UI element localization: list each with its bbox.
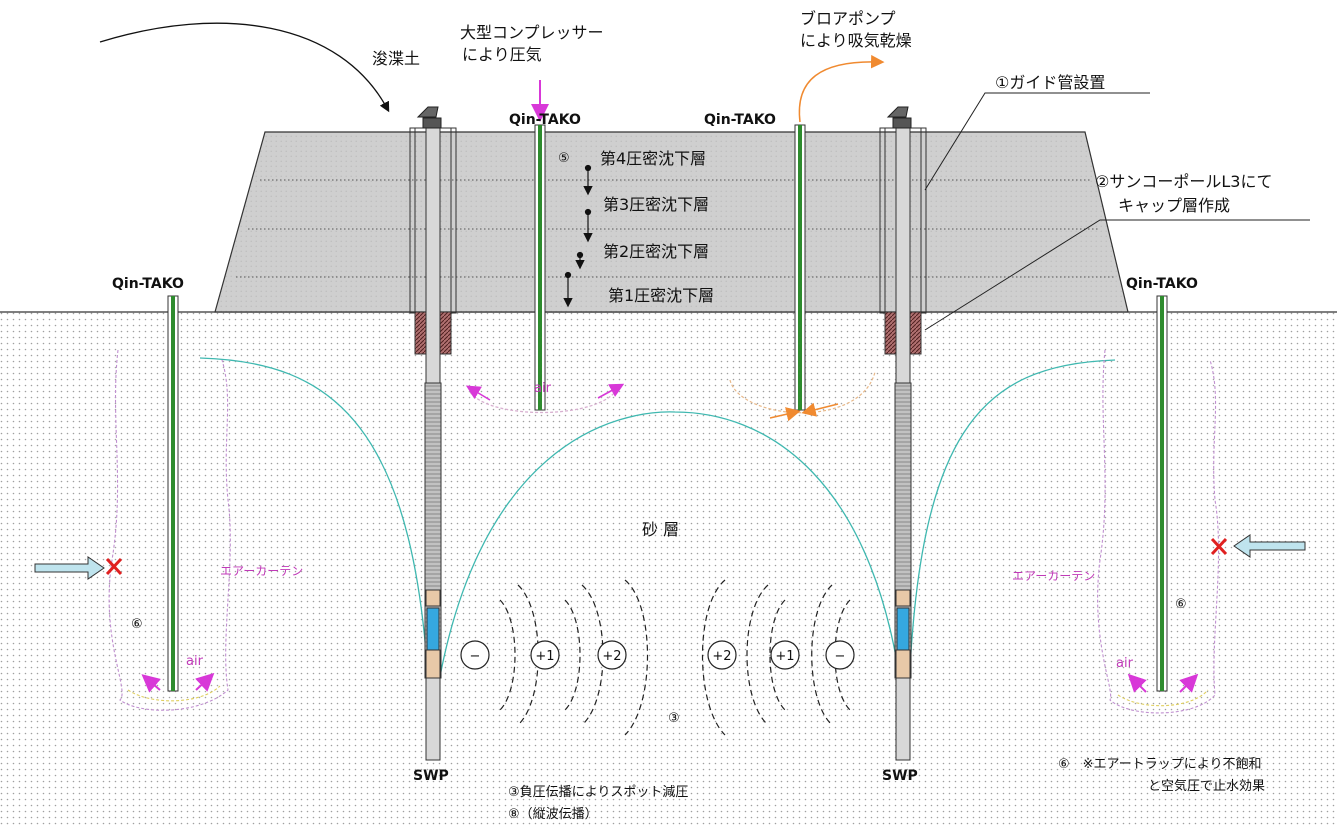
pressure-mark-5: +1 (775, 649, 794, 664)
layer-4-label: 第4圧密沈下層 (600, 149, 706, 168)
air-arrow-curtain-left-b (195, 672, 215, 692)
blower-arrow (798, 54, 885, 123)
bottom-note-2: ⑧（縦波伝播） (508, 807, 598, 822)
pressure-mark-6: − (835, 649, 846, 664)
settlement-arrows (563, 164, 593, 308)
qin-tako-label-center-left: Qin-TAKO (509, 112, 581, 128)
layer-3-label: 第3圧密沈下層 (603, 195, 709, 214)
air-curtain-label-left: エアーカーテン (220, 564, 303, 578)
air-label-center: air (534, 381, 552, 396)
compressor-label-2: により圧気 (462, 45, 542, 64)
qin-tako-label-right: Qin-TAKO (1126, 276, 1198, 292)
circle-5-label: ⑤ (558, 151, 570, 166)
circle-6-label-left: ⑥ (131, 617, 143, 632)
air-label-left: air (186, 654, 204, 669)
air-arrow-left-a (465, 385, 491, 401)
compressor-label-1: 大型コンプレッサー (460, 23, 604, 42)
cap-layer-label-2: キャップ層作成 (1118, 196, 1230, 215)
bottom-note-1: ③負圧伝播によりスポット減圧 (508, 784, 688, 800)
swp-label-left: SWP (413, 768, 449, 784)
blower-label-1: ブロアポンプ (800, 9, 896, 28)
circle-3-label: ③ (668, 711, 680, 726)
right-note-2: と空気圧で止水効果 (1148, 778, 1265, 794)
layer-2-label: 第2圧密沈下層 (603, 242, 709, 261)
right-note-1: ⑥ ※エアートラップにより不飽和 (1058, 757, 1262, 772)
cap-layer-label-1: ②サンコーポールL3にて (1095, 172, 1272, 191)
blocked-x-right (1210, 537, 1228, 556)
air-label-right: air (1116, 656, 1134, 671)
swp-label-right: SWP (882, 768, 918, 784)
pressure-wave-arcs (499, 579, 851, 736)
air-arrow-left-b (597, 383, 625, 399)
swp-right (879, 106, 927, 761)
qin-tako-label-center-right: Qin-TAKO (704, 112, 776, 128)
water-arrow-right (1233, 534, 1306, 558)
pressure-mark-3: +2 (602, 649, 621, 664)
dredged-soil-label: 浚渫土 (372, 49, 420, 68)
suction-arrow-a (769, 407, 801, 422)
pressure-mark-2: +1 (535, 649, 554, 664)
air-arc-center-left (469, 387, 619, 414)
guide-pipe-label: ①ガイド管設置 (995, 73, 1105, 92)
pressure-circles (460, 640, 855, 670)
water-arrow-left (34, 556, 105, 580)
pressure-mark-1: − (470, 649, 481, 664)
circle-6-label-right: ⑥ (1175, 597, 1187, 612)
blower-label-2: により吸気乾燥 (800, 31, 912, 50)
dredge-flow-arrow (99, 22, 390, 113)
qin-tako-label-left: Qin-TAKO (112, 276, 184, 292)
pressure-mark-4: +2 (712, 649, 731, 664)
layer-1-label: 第1圧密沈下層 (608, 286, 714, 305)
air-arrow-curtain-right-b (1179, 673, 1199, 693)
air-arrow-curtain-right-a (1127, 673, 1147, 693)
negative-pressure-curves (199, 357, 1116, 721)
sand-ground (0, 312, 1337, 828)
annotation-leaders (924, 92, 1310, 331)
air-curtain-label-right: エアーカーテン (1012, 569, 1095, 583)
air-curtain-right (1097, 349, 1220, 714)
swp-left (409, 106, 457, 761)
air-arrow-curtain-left-a (141, 674, 161, 693)
qin-tako-pipes (167, 124, 1168, 692)
layer-lines (236, 179, 1115, 278)
sand-layer-label: 砂 層 (642, 520, 679, 539)
blocked-x-left (105, 557, 123, 576)
suction-arrow-b (801, 402, 839, 417)
